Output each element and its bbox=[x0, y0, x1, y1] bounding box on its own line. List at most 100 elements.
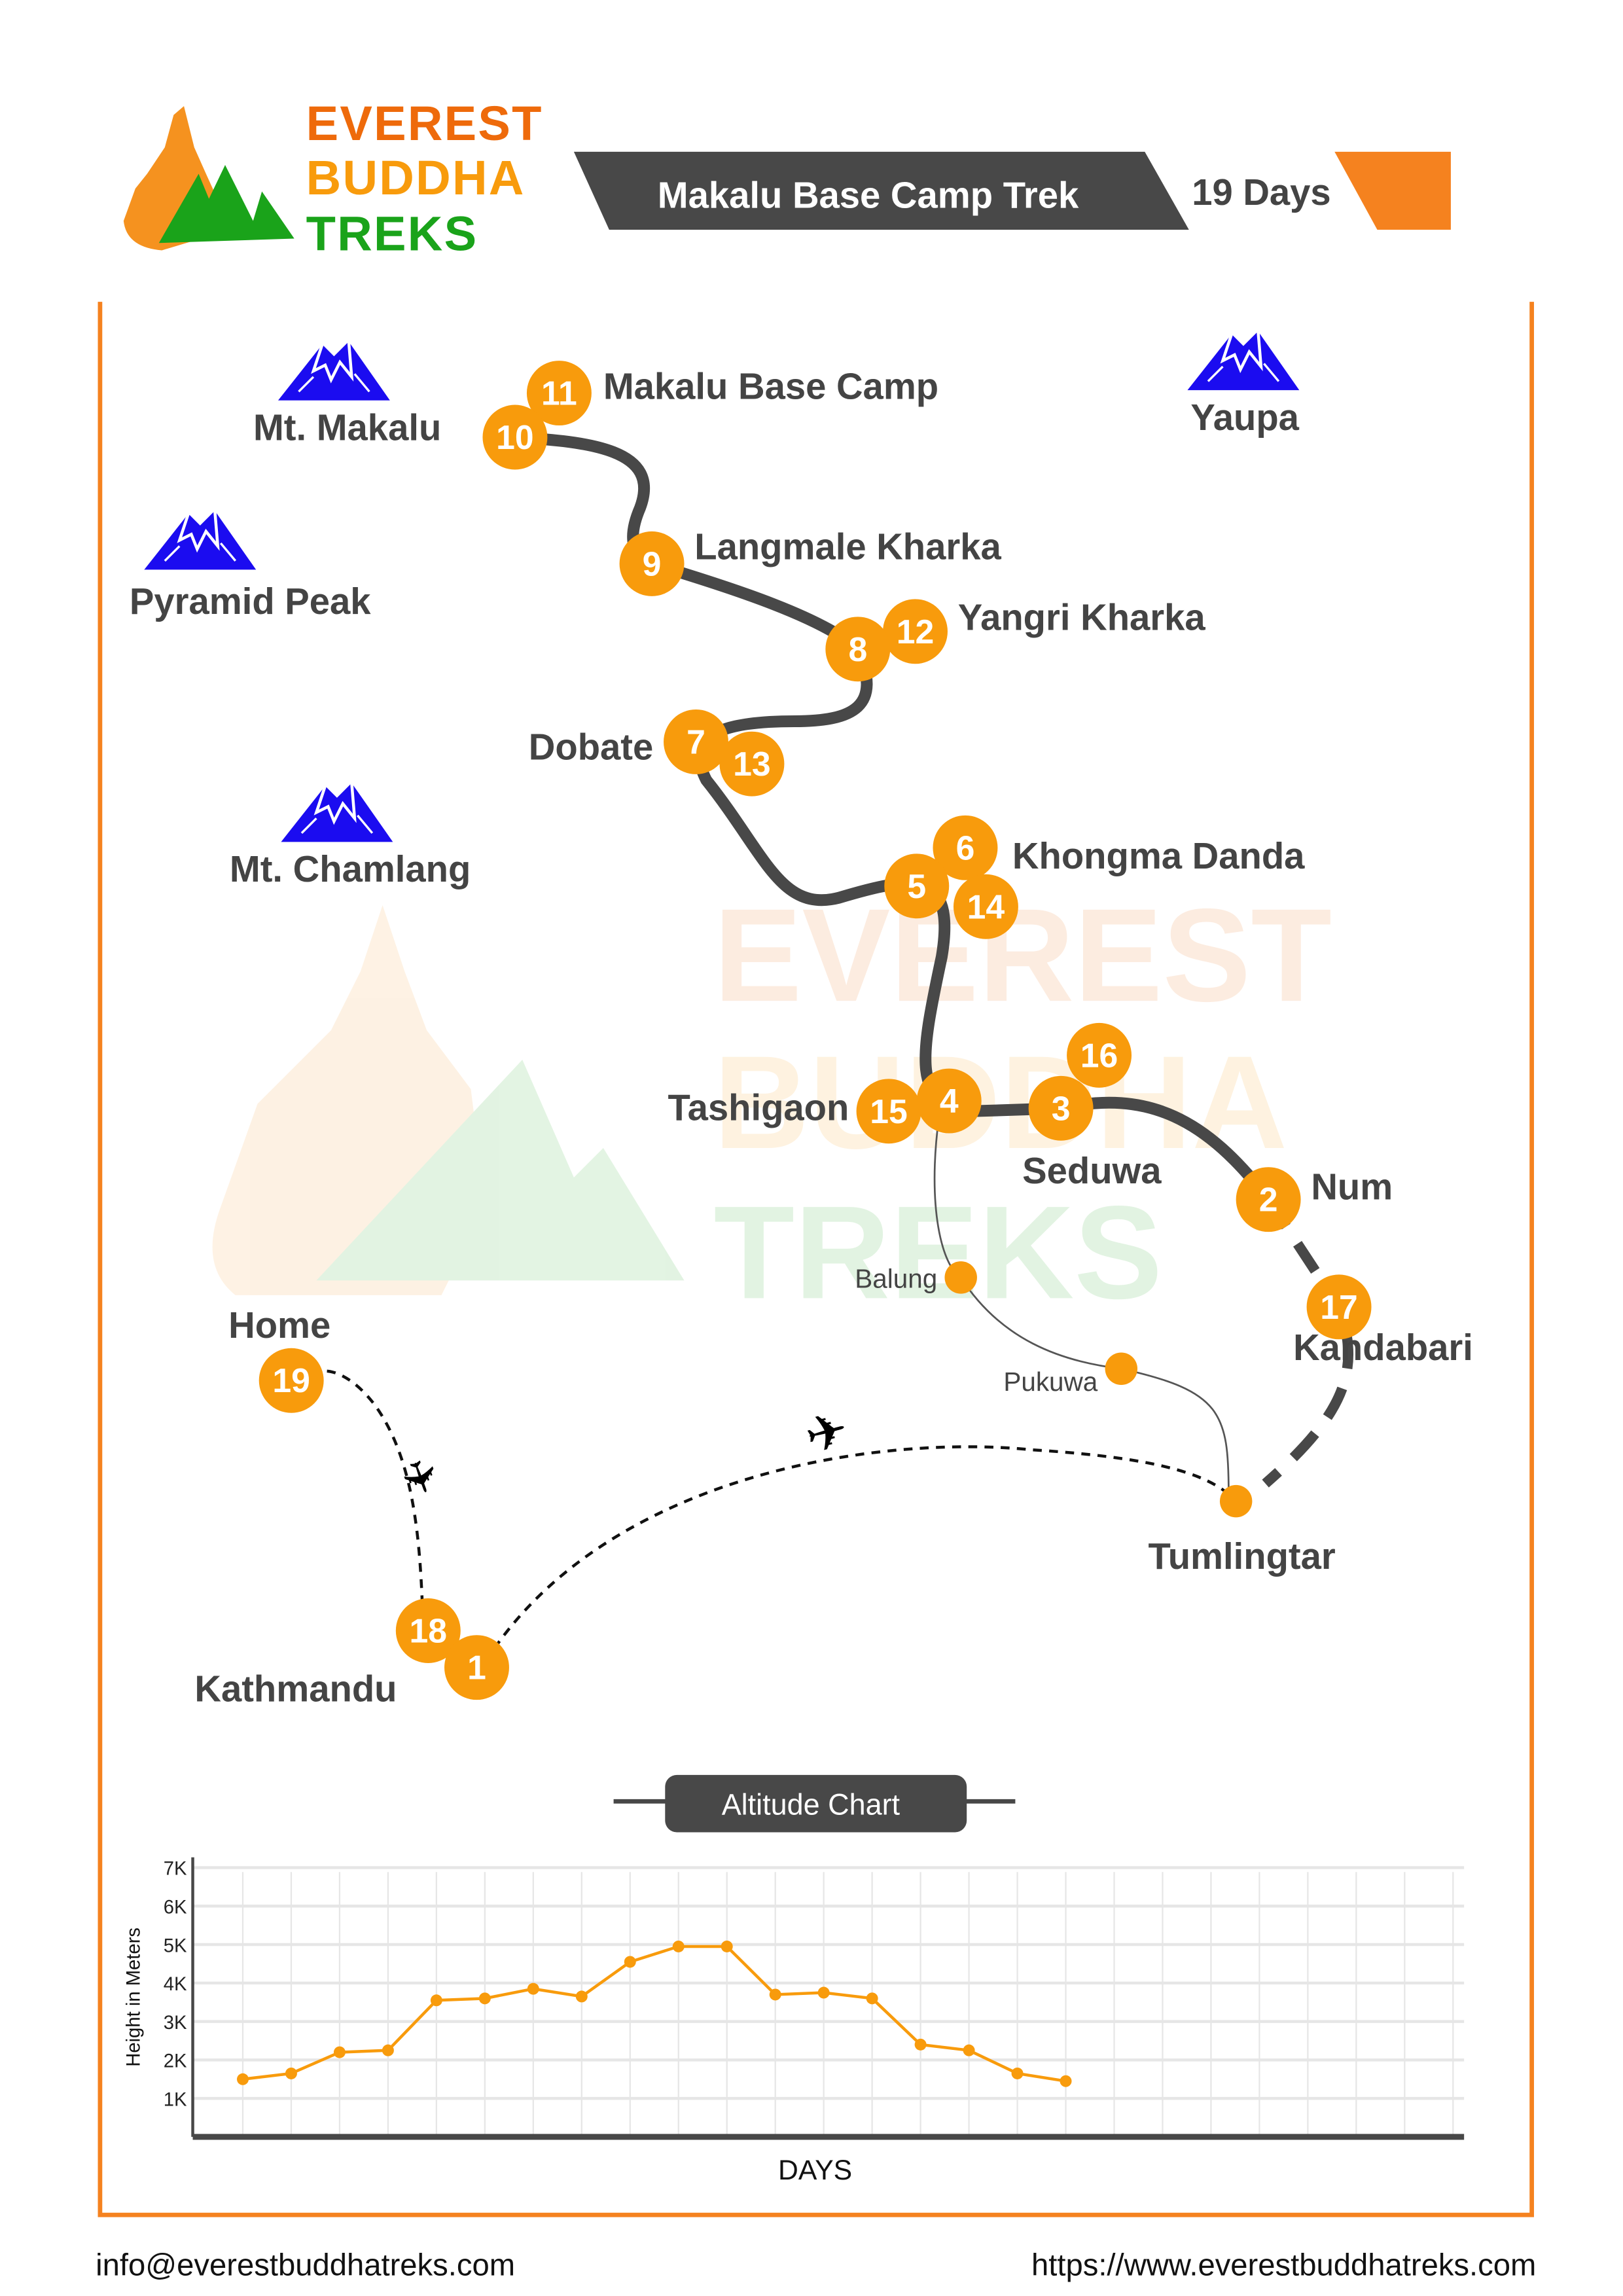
day-marker-12[interactable]: 12 bbox=[883, 599, 948, 664]
svg-text:16: 16 bbox=[1080, 1036, 1118, 1074]
orange-accent bbox=[1334, 151, 1451, 230]
y-tick-label: 3K bbox=[164, 2013, 187, 2034]
day-marker-3[interactable]: 3 bbox=[1028, 1075, 1094, 1141]
altitude-point bbox=[624, 1956, 636, 1968]
day-marker-15[interactable]: 15 bbox=[856, 1079, 921, 1144]
place-tashigaon: Tashigaon bbox=[668, 1086, 849, 1128]
svg-text:Mt. Chamlang: Mt. Chamlang bbox=[230, 848, 471, 889]
day-marker-5[interactable]: 5 bbox=[884, 853, 950, 919]
chart-title-pill bbox=[665, 1774, 967, 1833]
altitude-point bbox=[672, 1940, 685, 1952]
svg-text:1: 1 bbox=[467, 1649, 486, 1687]
svg-text:18: 18 bbox=[410, 1611, 448, 1649]
y-axis-label: Height in Meters bbox=[124, 1928, 145, 2067]
brand-everest: EVEREST bbox=[306, 96, 543, 151]
flight-path-ktm-home bbox=[320, 1369, 424, 1605]
peak-mt-chamlang: Mt. Chamlang bbox=[230, 783, 471, 889]
mountain-icon bbox=[1187, 331, 1299, 390]
y-tick-label: 5K bbox=[164, 1935, 187, 1956]
place-home: Home bbox=[228, 1304, 330, 1346]
footer-website[interactable]: https://www.everestbuddhatreks.com bbox=[1031, 2248, 1536, 2282]
day-marker-4[interactable]: 4 bbox=[916, 1068, 982, 1134]
trek-duration: 19 Days bbox=[1192, 171, 1331, 213]
svg-text:Yaupa: Yaupa bbox=[1190, 397, 1299, 438]
altitude-point bbox=[575, 1990, 588, 2003]
place-makalu-base-camp: Makalu Base Camp bbox=[603, 366, 938, 407]
y-tick-label: 6K bbox=[164, 1897, 187, 1918]
place-kandabari: Kandabari bbox=[1293, 1327, 1473, 1368]
altitude-point bbox=[333, 2046, 346, 2058]
svg-text:5: 5 bbox=[907, 867, 926, 905]
x-axis-label: DAYS bbox=[778, 2155, 852, 2186]
day-marker-14[interactable]: 14 bbox=[953, 874, 1018, 939]
brand-treks: TREKS bbox=[306, 206, 478, 260]
pukuwa-dot bbox=[1105, 1352, 1138, 1385]
altitude-point bbox=[236, 2073, 249, 2085]
altitude-point bbox=[1060, 2075, 1072, 2087]
peak-yaupa: Yaupa bbox=[1187, 331, 1299, 438]
day-marker-18[interactable]: 18 bbox=[395, 1598, 461, 1663]
altitude-point bbox=[285, 2067, 297, 2079]
place-pukuwa: Pukuwa bbox=[1003, 1367, 1097, 1397]
svg-text:7: 7 bbox=[687, 723, 705, 761]
place-tumlingtar: Tumlingtar bbox=[1149, 1535, 1336, 1577]
altitude-line bbox=[242, 1945, 1066, 2083]
place-langmale-kharka: Langmale Kharka bbox=[694, 526, 1001, 567]
brand-buddha: BUDDHA bbox=[306, 151, 526, 205]
svg-text:6: 6 bbox=[956, 829, 975, 867]
day-marker-10[interactable]: 10 bbox=[482, 404, 548, 470]
mountain-icon bbox=[278, 342, 390, 401]
mountain-icon bbox=[281, 783, 393, 842]
mountain-icon bbox=[144, 511, 256, 569]
y-tick-label: 1K bbox=[164, 2089, 187, 2110]
airplane-icon: ✈ bbox=[390, 1452, 449, 1503]
day-marker-2[interactable]: 2 bbox=[1236, 1167, 1301, 1232]
svg-text:17: 17 bbox=[1320, 1288, 1358, 1326]
day-marker-7[interactable]: 7 bbox=[664, 709, 728, 774]
altitude-point bbox=[769, 1988, 781, 2001]
svg-text:13: 13 bbox=[733, 745, 771, 783]
svg-text:Pyramid Peak: Pyramid Peak bbox=[130, 581, 371, 622]
day-marker-11[interactable]: 11 bbox=[526, 361, 592, 426]
altitude-point bbox=[478, 1992, 491, 2005]
svg-text:11: 11 bbox=[541, 374, 577, 412]
day-marker-13[interactable]: 13 bbox=[719, 731, 785, 797]
day-marker-1[interactable]: 1 bbox=[444, 1635, 509, 1700]
svg-text:14: 14 bbox=[967, 888, 1005, 925]
svg-text:9: 9 bbox=[643, 545, 662, 583]
y-tick-label: 7K bbox=[164, 1859, 187, 1880]
balung-dot bbox=[944, 1261, 977, 1294]
day-marker-17[interactable]: 17 bbox=[1306, 1274, 1372, 1340]
place-balung: Balung bbox=[855, 1264, 937, 1294]
svg-text:Mt. Makalu: Mt. Makalu bbox=[253, 407, 441, 448]
altitude-point bbox=[866, 1992, 878, 2005]
day-marker-6[interactable]: 6 bbox=[933, 815, 998, 880]
altitude-point bbox=[817, 1986, 830, 1999]
place-num: Num bbox=[1311, 1166, 1393, 1208]
airplane-icon: ✈ bbox=[799, 1401, 854, 1465]
svg-text:TREKS: TREKS bbox=[713, 1178, 1162, 1326]
altitude-point bbox=[914, 2038, 927, 2051]
map-frame bbox=[98, 302, 1534, 2217]
day-marker-16[interactable]: 16 bbox=[1067, 1022, 1132, 1088]
day-marker-19[interactable]: 19 bbox=[259, 1348, 324, 1413]
day-marker-9[interactable]: 9 bbox=[619, 531, 685, 596]
trek-route-dashed bbox=[1262, 1196, 1354, 1488]
y-tick-label: 2K bbox=[164, 2051, 187, 2072]
svg-text:2: 2 bbox=[1259, 1181, 1278, 1219]
svg-text:19: 19 bbox=[272, 1361, 310, 1399]
flight-path-ktm-tumlingtar bbox=[493, 1445, 1234, 1649]
peak-mt-makalu: Mt. Makalu bbox=[253, 342, 441, 448]
day-marker-8[interactable]: 8 bbox=[825, 617, 891, 682]
footer-email[interactable]: info@everestbuddhatreks.com bbox=[96, 2248, 515, 2282]
svg-text:12: 12 bbox=[897, 613, 935, 651]
altitude-point bbox=[721, 1940, 733, 1952]
place-seduwa: Seduwa bbox=[1022, 1150, 1162, 1191]
tumlingtar-dot bbox=[1219, 1484, 1253, 1518]
brand-logo: EVEREST BUDDHA TREKS bbox=[123, 96, 543, 260]
altitude-point bbox=[963, 2044, 975, 2056]
altitude-point bbox=[1011, 2067, 1024, 2079]
title-banner bbox=[573, 151, 1189, 230]
